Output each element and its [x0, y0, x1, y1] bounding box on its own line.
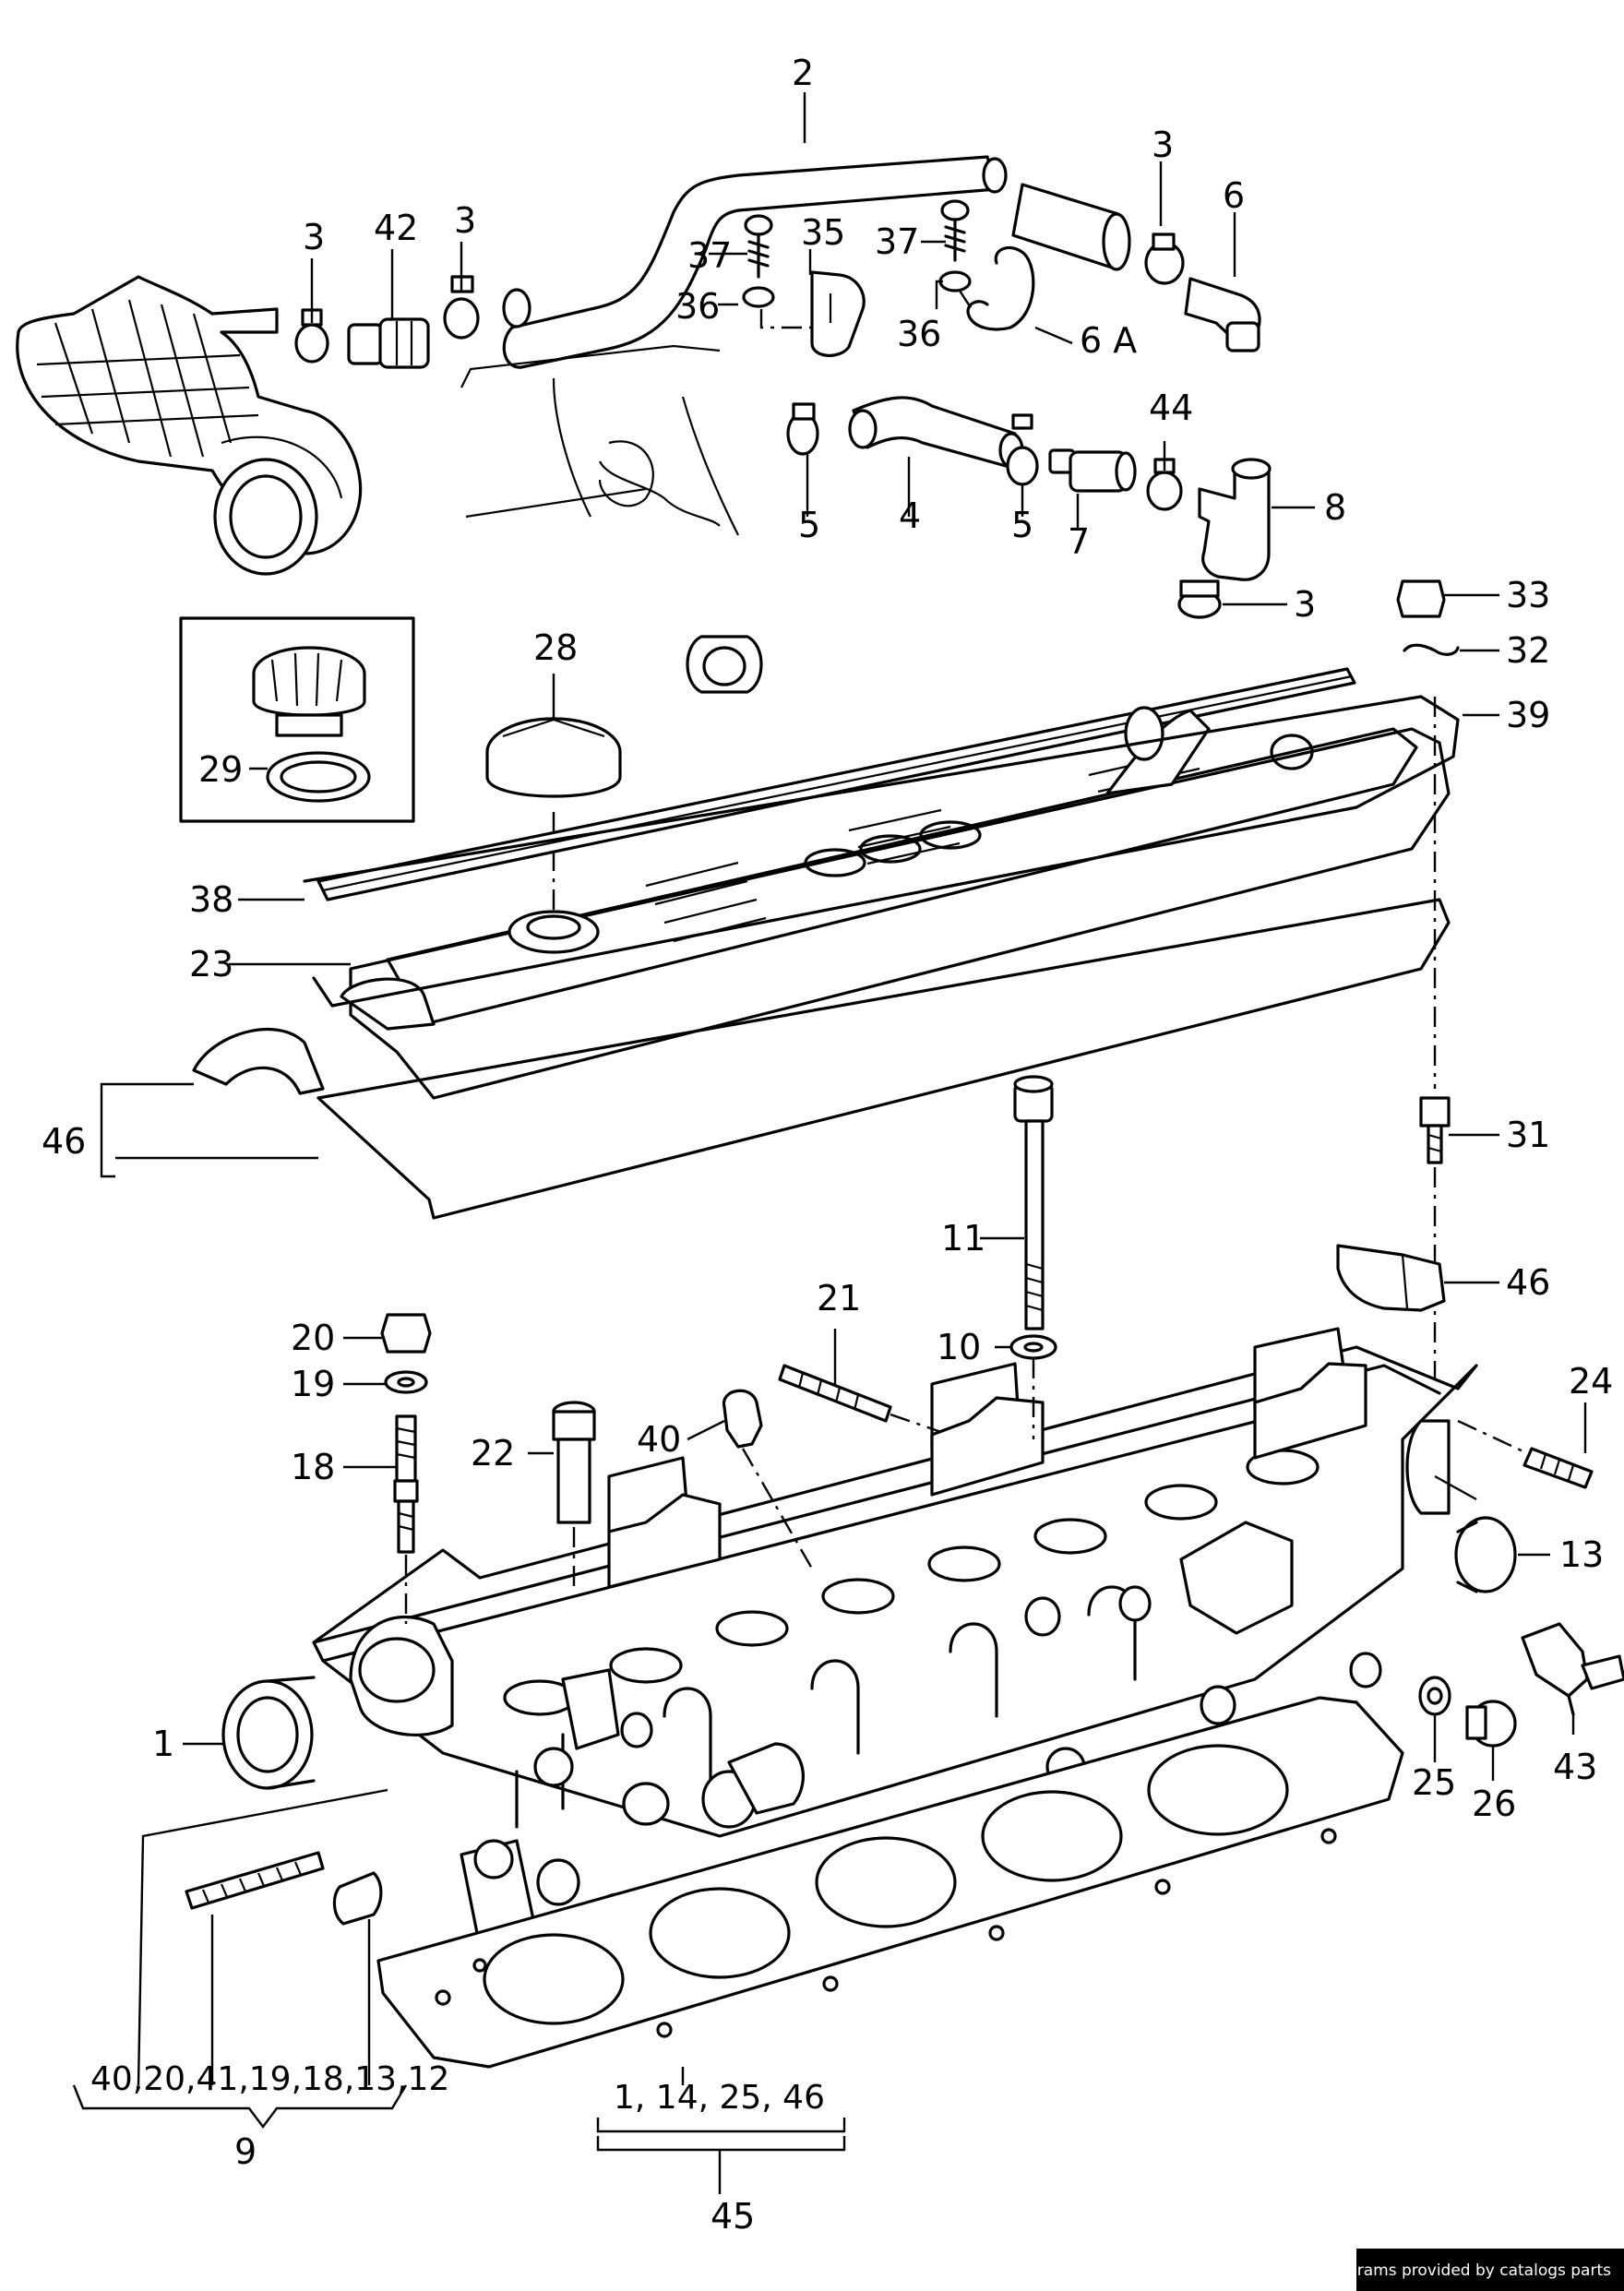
seal-46-right [1336, 1244, 1446, 1312]
leader-lines [72, 92, 1587, 2133]
callout-2: 2 [792, 53, 814, 93]
valve-cover-23 [340, 706, 1451, 1100]
callout-20: 20 [291, 1318, 335, 1358]
callout-36-right: 36 [897, 314, 941, 354]
callout-23: 23 [189, 944, 233, 984]
callout-6: 6 [1223, 175, 1245, 216]
plug-26 [1465, 1700, 1517, 1748]
callout-11: 11 [941, 1218, 985, 1259]
screw-37-right [938, 199, 972, 292]
hose-clamp-5-left [786, 402, 819, 456]
callout-24: 24 [1569, 1361, 1613, 1402]
callout-13: 13 [1559, 1534, 1604, 1575]
callout-28: 28 [533, 627, 578, 668]
callout-44: 44 [1149, 388, 1193, 428]
fitting-7 [1048, 448, 1137, 493]
nut-20 [380, 1313, 432, 1354]
callout-3-c: 3 [1152, 125, 1174, 165]
clip-6a [759, 245, 1035, 331]
callout-7: 7 [1068, 521, 1090, 562]
oil-filler-cap-28 [485, 717, 622, 927]
callout-37-right: 37 [875, 221, 919, 262]
plug-40 [722, 1389, 814, 1569]
guide-22 [552, 1401, 596, 1587]
nut-33 [1396, 579, 1446, 618]
callout-9: 9 [234, 2131, 257, 2172]
callout-32: 32 [1506, 630, 1550, 671]
oil-cap-inset-box [179, 616, 415, 823]
callout-8: 8 [1324, 487, 1346, 528]
hose-clamp-upper-right [1144, 233, 1185, 285]
connector-42 [347, 317, 430, 369]
stud-lower-left [185, 1851, 325, 1910]
screw-37-left [742, 214, 775, 308]
callout-33: 33 [1506, 575, 1550, 615]
callout-25: 25 [1412, 1762, 1456, 1803]
callout-3-b: 3 [454, 200, 476, 241]
callout-39: 39 [1506, 695, 1550, 735]
callout-46-left: 46 [42, 1121, 86, 1162]
clip-35 [810, 270, 866, 357]
callout-labels: 2 3 42 3 3 6 37 35 37 36 36 6 A 5 4 5 7 … [42, 53, 1613, 2237]
callout-10: 10 [937, 1327, 981, 1367]
hose-clamp-44 [1146, 458, 1183, 511]
credit-text: Diagrams provided by catalogs parts [1320, 2261, 1611, 2280]
plug-12 [332, 1871, 383, 1926]
callout-40: 40 [637, 1419, 681, 1460]
elbow-fitting-6 [1184, 277, 1261, 352]
tee-fitting-8 [1198, 458, 1272, 581]
callout-31: 31 [1506, 1115, 1550, 1155]
callout-19: 19 [291, 1364, 335, 1404]
callout-4: 4 [899, 495, 921, 536]
callout-45: 45 [710, 2196, 755, 2237]
hose-4 [848, 396, 1024, 469]
breather-hose-short [1011, 183, 1131, 271]
hose-clamp-3-lower [1177, 579, 1222, 619]
callout-29: 29 [198, 749, 243, 790]
gasket-38-upper [316, 667, 1356, 901]
hose-clamp-5-right [1006, 413, 1039, 486]
stud-18 [393, 1414, 419, 1624]
engine-background-outline [460, 344, 763, 694]
oil-seal-1 [221, 1676, 316, 1790]
callout-3-d: 3 [1294, 584, 1316, 625]
callout-21: 21 [817, 1278, 861, 1319]
stud-24 [1457, 1419, 1594, 1489]
callout-3-a: 3 [303, 217, 325, 257]
callout-26: 26 [1472, 1784, 1516, 1824]
seal-46-left [192, 1028, 325, 1095]
stud-21 [778, 1364, 942, 1434]
callout-6a: 6 A [1080, 320, 1137, 361]
bearing-caps [607, 1362, 1367, 1589]
callout-18: 18 [291, 1447, 335, 1487]
callout-22: 22 [471, 1433, 515, 1474]
cylinder-head-gasket [376, 1696, 1404, 2069]
callout-42: 42 [374, 208, 418, 248]
bolt-11 [1013, 1075, 1054, 1330]
gasket-39 [303, 695, 1460, 1008]
callout-35: 35 [801, 212, 845, 253]
callout-43: 43 [1553, 1747, 1597, 1787]
sender-43 [1521, 1622, 1624, 1716]
gasket-lower [316, 898, 1451, 1220]
plug-13 [1454, 1516, 1517, 1593]
air-intake-boot [16, 275, 363, 576]
callout-5-right: 5 [1011, 505, 1033, 545]
callout-46-right: 46 [1506, 1262, 1550, 1303]
callout-group-45-items: 1, 14, 25, 46 [614, 2079, 825, 2117]
callout-38: 38 [189, 879, 233, 920]
callout-group-9-items: 40,20,41,19,18,13,12 [90, 2060, 449, 2098]
washer-19 [384, 1370, 428, 1394]
washer-25 [1418, 1676, 1451, 1716]
callout-5-left: 5 [798, 505, 820, 545]
callout-37-left: 37 [687, 235, 732, 276]
callout-1: 1 [152, 1724, 174, 1764]
washer-32 [1403, 643, 1460, 656]
credit-banner: Diagrams provided by catalogs parts [1321, 2249, 1624, 2291]
callout-36-left: 36 [675, 286, 720, 327]
